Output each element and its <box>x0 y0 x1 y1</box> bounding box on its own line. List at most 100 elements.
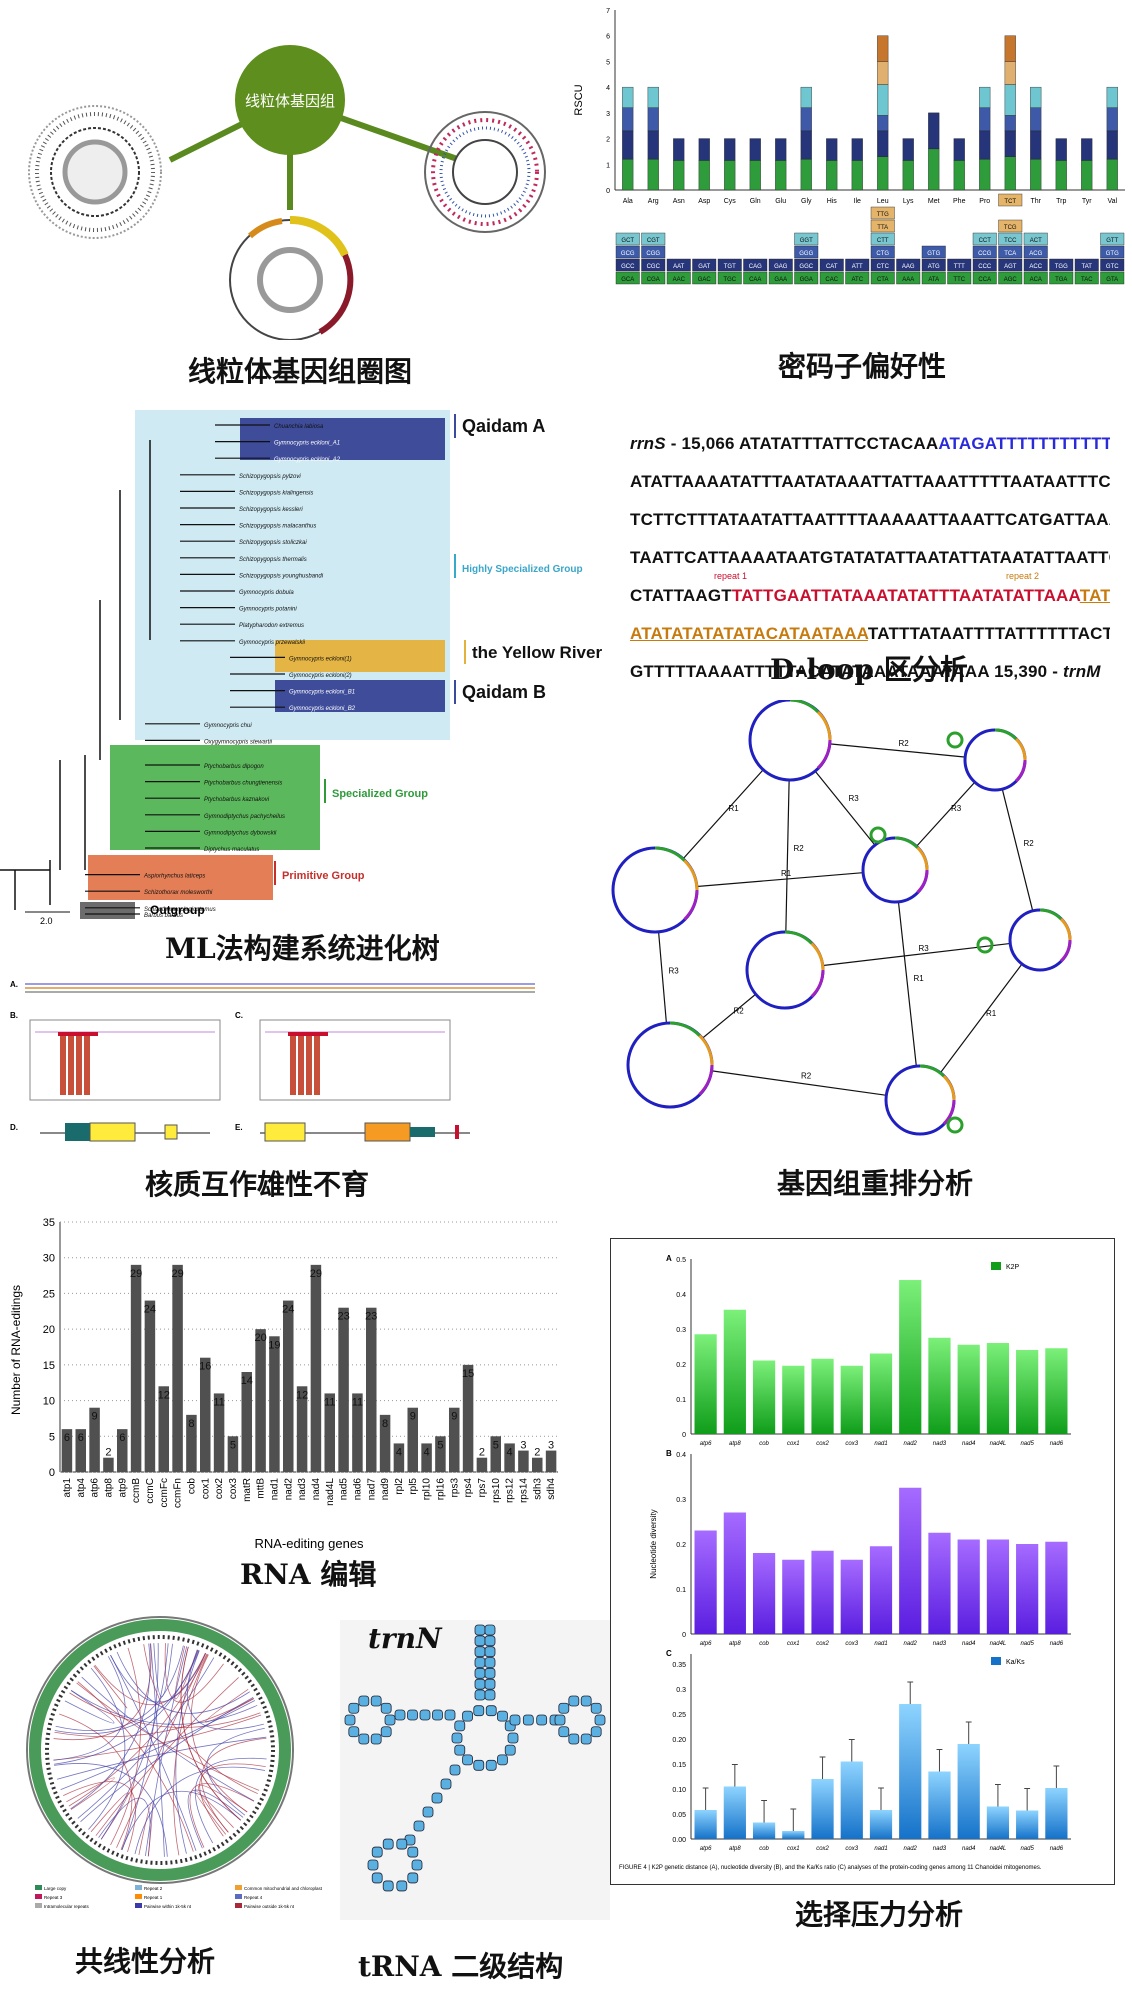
trna-loop-base <box>372 1847 382 1857</box>
codon-label: GAT <box>698 264 710 270</box>
taxon-label: Schizopygopsis kialingensis <box>239 490 313 496</box>
rna-gene-label: atp4 <box>76 1478 87 1498</box>
legend-label: Repeat 3 <box>44 1895 63 1900</box>
codon-label: AAT <box>673 264 685 270</box>
gene-label: atp6 <box>700 1441 712 1447</box>
codon-panel: 01234567RSCUAlaArgAsnAspCysGlnGluGlyHisI… <box>570 0 1130 380</box>
rna-gene-label: rps14 <box>518 1478 529 1503</box>
taxon-label: Aspiorhynchus laticeps <box>143 874 205 880</box>
y-tick-label: 0.35 <box>672 1662 686 1669</box>
trna-t-stem <box>537 1715 547 1725</box>
selection-bar <box>928 1338 950 1434</box>
y-axis-label: Number of RNA-editings <box>9 1285 23 1415</box>
codon-label: CGC <box>647 264 661 270</box>
caption-tree: ML法构建系统进化树 <box>165 927 440 967</box>
rscu-bar-segment <box>1005 36 1016 62</box>
codon-label: CCT <box>979 238 992 244</box>
rna-bar <box>463 1365 474 1472</box>
selection-bar <box>724 1310 746 1434</box>
trna-acceptor-stem <box>485 1658 495 1668</box>
rscu-bar-segment <box>699 160 710 190</box>
codon-label: CTT <box>877 238 889 244</box>
rna-bar <box>103 1458 114 1472</box>
dloop-segment: trnM <box>1063 662 1101 681</box>
outgroup-box <box>80 902 135 919</box>
figure-caption: FIGURE 4 | K2P genetic distance (A), nuc… <box>619 1865 1042 1871</box>
panel-label: C. <box>235 1011 243 1020</box>
rna-bar <box>283 1301 294 1472</box>
rscu-bar-segment <box>928 149 939 190</box>
rna-bar <box>366 1308 377 1472</box>
trna-loop-base <box>381 1703 391 1713</box>
codon-label: GAG <box>774 264 788 270</box>
gene-label: nad4 <box>962 1846 976 1852</box>
rscu-bar-segment <box>852 139 863 161</box>
gene-label: nad4 <box>962 1441 976 1447</box>
gene-label: nad5 <box>1020 1846 1034 1852</box>
y-tick-label: 0 <box>682 1632 686 1639</box>
rna-gene-label: cob <box>186 1478 197 1495</box>
gene-label: nad6 <box>1050 1441 1064 1447</box>
codon-label: TTA <box>877 225 888 231</box>
trna-anticodon-stem <box>432 1793 442 1803</box>
y-tick-label: 10 <box>43 1396 55 1408</box>
rna-value-label: 11 <box>324 1396 335 1408</box>
codon-label: AAG <box>902 264 915 270</box>
taxon-label: Ptychobarbus chungtienensis <box>204 781 282 787</box>
selection-bar <box>1045 1542 1067 1634</box>
rna-gene-label: nad4 <box>311 1478 322 1501</box>
selection-bar <box>1045 1348 1067 1434</box>
qaidam-a-box <box>240 418 445 460</box>
rna-value-label: 29 <box>130 1268 142 1280</box>
selection-bar <box>782 1831 804 1839</box>
rscu-bar-segment <box>648 108 659 131</box>
rna-bar <box>311 1265 322 1472</box>
caption-codon: 密码子偏好性 <box>778 345 946 385</box>
trna-loop-base <box>463 1755 473 1765</box>
trna-loop-base <box>595 1715 605 1725</box>
synteny-link <box>82 1677 254 1801</box>
rna-bar <box>338 1308 349 1472</box>
rscu-bar-segment <box>699 139 710 161</box>
rearrangement-label: R1 <box>986 1009 997 1018</box>
legend-label: Large copy <box>44 1886 67 1891</box>
codon-label: TGT <box>724 264 736 270</box>
rna-gene-label: nad2 <box>283 1478 294 1501</box>
selection-bar <box>695 1334 717 1434</box>
caption-cms: 核质互作雄性不育 <box>145 1163 369 1203</box>
trna-loop-base <box>349 1703 359 1713</box>
taxon-label: Oxygymnocypris stewartii <box>204 739 273 745</box>
rna-value-label: 20 <box>254 1332 266 1344</box>
selection-bar <box>841 1366 863 1434</box>
rna-gene-label: rpl16 <box>435 1478 446 1501</box>
taxon-label: Ptychobarbus kaznakovi <box>204 797 270 803</box>
legend-label: Repeat 4 <box>244 1895 263 1900</box>
y-tick-label: 0.25 <box>672 1712 686 1719</box>
codon-label: TCC <box>1004 238 1017 244</box>
trna-loop-base <box>569 1734 579 1744</box>
amino-acid-label: Ala <box>623 198 633 205</box>
trna-loop-base <box>486 1706 496 1716</box>
gene-label: cob <box>759 1641 769 1647</box>
trna-loop-base <box>359 1734 369 1744</box>
rscu-bar-segment <box>1005 61 1016 84</box>
rna-bar <box>532 1458 543 1472</box>
trna-loop-base <box>569 1696 579 1706</box>
codon-label: CGA <box>647 277 660 283</box>
group-label: Qaidam A <box>462 416 545 436</box>
rna-editing-panel: 051015202530356atp16atp49atp62atp86atp92… <box>0 1210 570 1600</box>
gene-label: atp6 <box>700 1846 712 1852</box>
rna-value-label: 14 <box>241 1375 253 1387</box>
rna-value-label: 24 <box>144 1304 156 1316</box>
codon-label: TGA <box>1055 277 1067 283</box>
genome-circle-left <box>29 106 161 238</box>
codon-label: ATG <box>928 264 940 270</box>
alignment-track <box>25 991 535 993</box>
trna-loop-base <box>555 1715 565 1725</box>
taxon-label: Gymnocypris eckloni(1) <box>289 656 352 662</box>
scale-label: 2.0 <box>40 916 53 925</box>
amino-acid-label: Arg <box>648 198 659 205</box>
rna-value-label: 23 <box>365 1311 377 1323</box>
rna-gene-label: nad1 <box>269 1478 280 1501</box>
amino-acid-label: Asp <box>698 198 710 205</box>
